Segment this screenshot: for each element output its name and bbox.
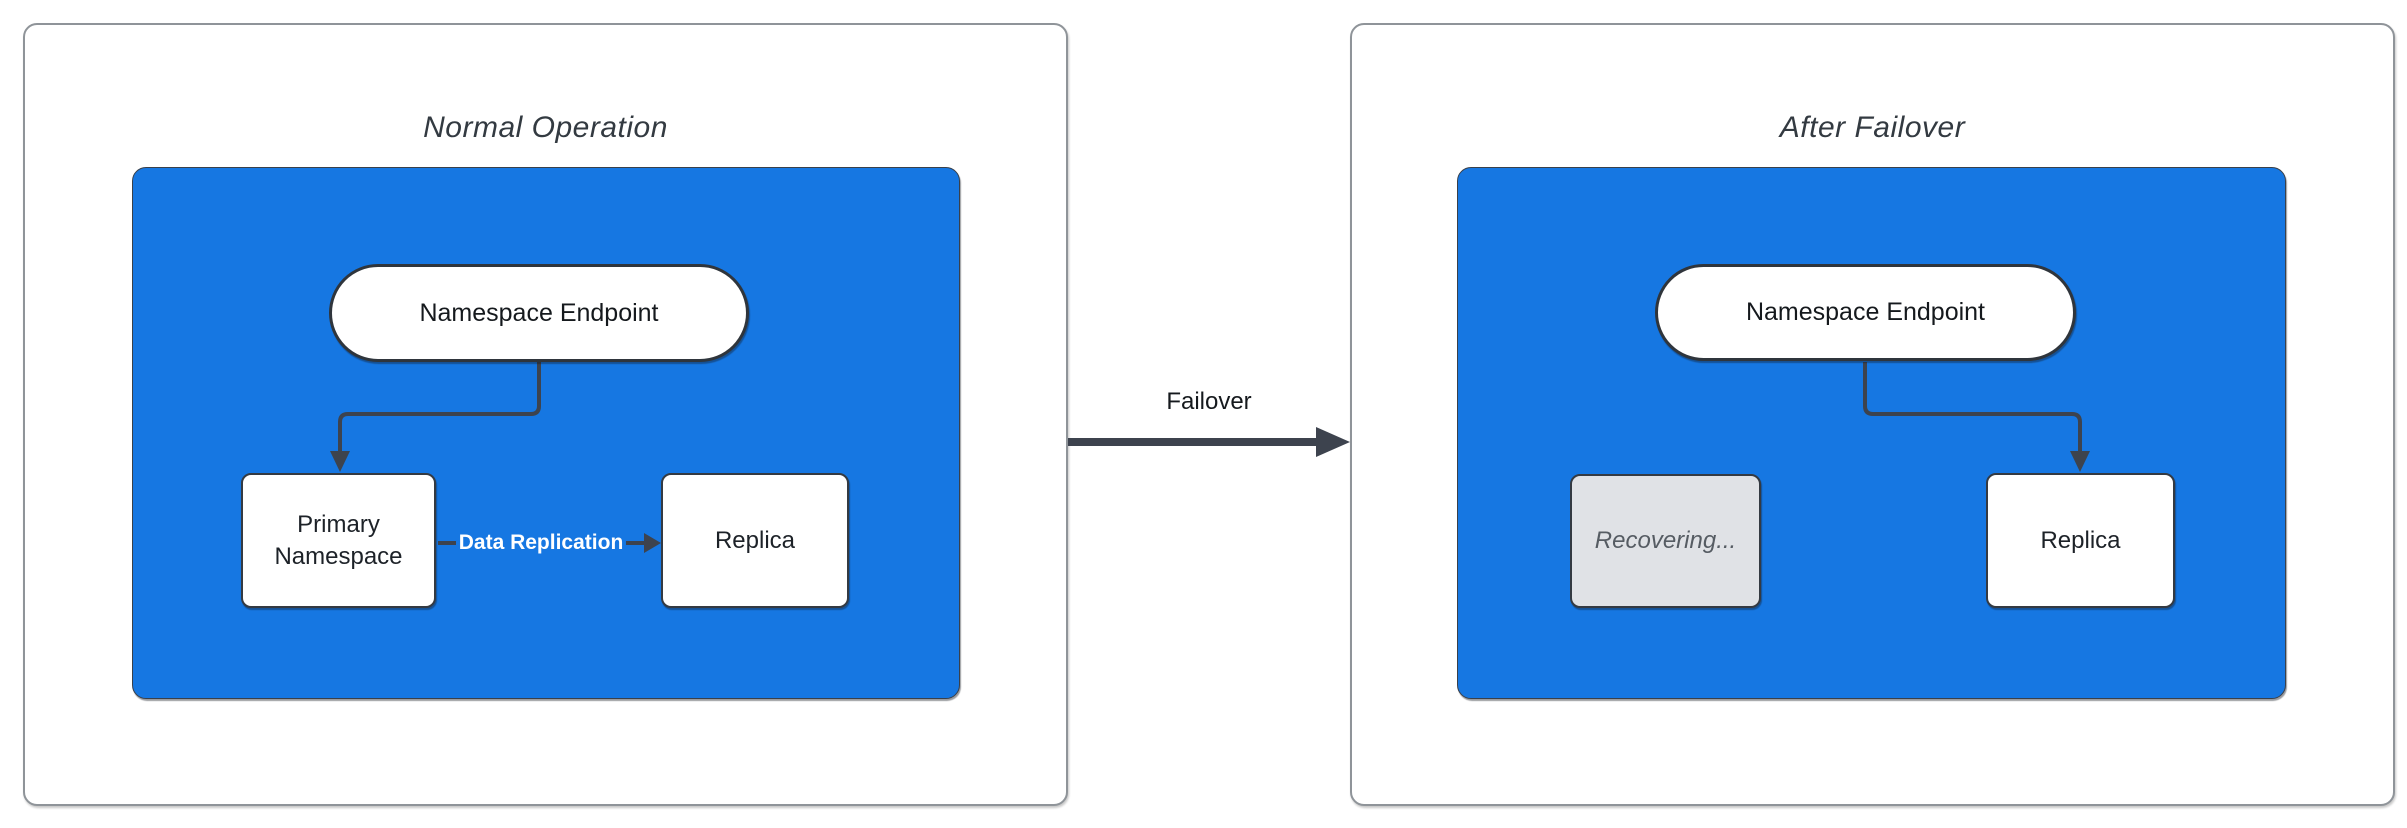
replica-node: Replica <box>1986 473 2175 608</box>
namespace-container <box>1457 167 2286 699</box>
recovering-node: Recovering... <box>1570 474 1761 608</box>
namespace-container <box>132 167 960 699</box>
arrow-line <box>438 541 456 545</box>
failover-label: Failover <box>1166 388 1252 415</box>
replica-node: Replica <box>661 473 849 608</box>
arrow-line <box>626 541 645 545</box>
namespace-endpoint-node: Namespace Endpoint <box>1655 264 2076 361</box>
data-replication-arrow: Data Replication <box>438 525 662 561</box>
primary-namespace-node: Primary Namespace <box>241 473 436 608</box>
panel-title: After Failover <box>1779 111 1966 144</box>
arrowhead-icon <box>644 533 662 553</box>
namespace-endpoint-label: Namespace Endpoint <box>419 298 659 327</box>
failover-transition-arrow: Failover <box>1068 388 1350 458</box>
namespace-endpoint-label: Namespace Endpoint <box>1745 298 1986 326</box>
panel-title: Normal Operation <box>423 111 668 144</box>
replica-label: Replica <box>2040 526 2121 554</box>
namespace-endpoint-node: Namespace Endpoint <box>329 264 749 362</box>
arrow-line <box>1068 438 1316 446</box>
recovering-label: Recovering... <box>1594 527 1737 555</box>
arrowhead-icon <box>1316 427 1350 457</box>
panel-normal-operation: Normal Operation Namespace Endpoint Prim… <box>23 23 1068 806</box>
replica-label: Replica <box>714 526 796 554</box>
panel-after-failover: After Failover Namespace Endpoint Recove… <box>1350 23 2395 806</box>
data-replication-label: Data Replication <box>458 531 624 554</box>
primary-namespace-label: Primary Namespace <box>274 511 403 570</box>
